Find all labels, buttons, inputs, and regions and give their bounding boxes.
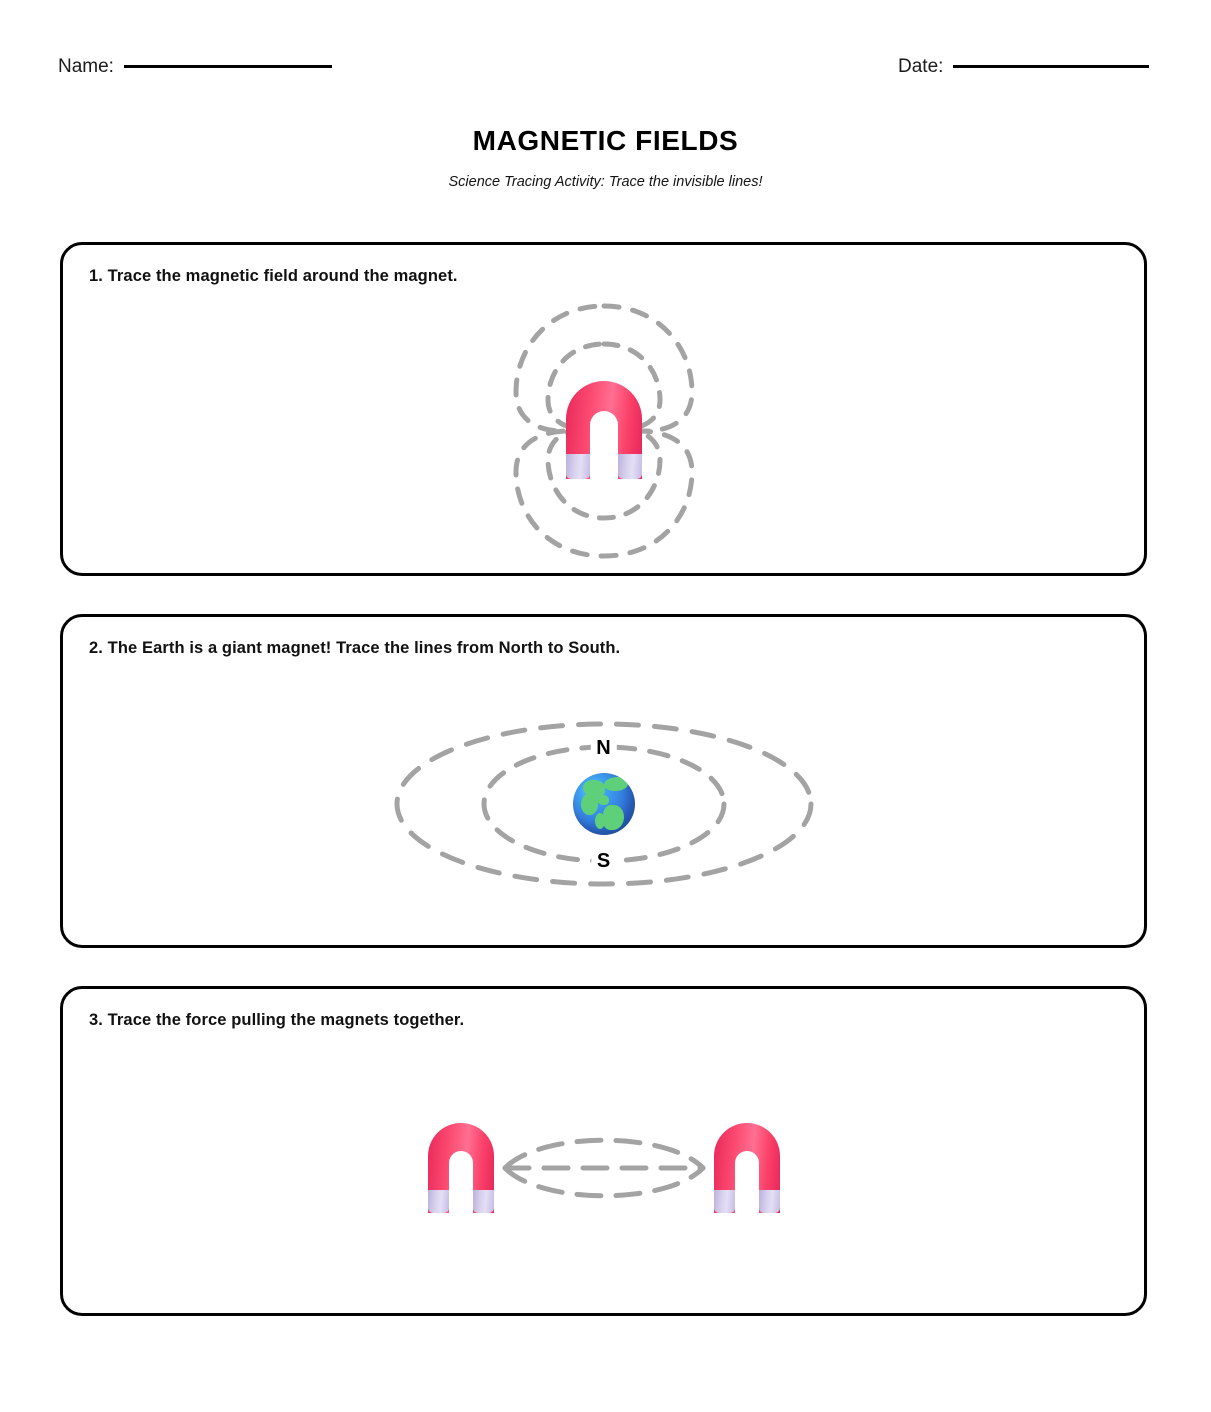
task-2-illustration: N S <box>63 689 1144 919</box>
name-field: Name: <box>58 56 332 78</box>
title-block: MAGNETIC FIELDS Science Tracing Activity… <box>0 124 1211 190</box>
page-subtitle: Science Tracing Activity: Trace the invi… <box>448 173 763 190</box>
horseshoe-magnet-left <box>427 1123 494 1213</box>
magnet-foot-left <box>713 1190 735 1213</box>
task-3-illustration <box>63 1093 1144 1243</box>
task-1-illustration <box>63 289 1144 571</box>
header-row: Name: Date: <box>0 56 1211 88</box>
magnet-foot-right <box>472 1190 494 1213</box>
magnet-foot-left <box>565 454 590 479</box>
page-title: MAGNETIC FIELDS <box>472 125 739 156</box>
horseshoe-magnet-right <box>713 1123 780 1213</box>
task-box-3: 3. Trace the force pulling the magnets t… <box>60 986 1147 1316</box>
earth-globe-icon <box>572 773 635 835</box>
task-box-2: 2. The Earth is a giant magnet! Trace th… <box>60 614 1147 948</box>
magnet-inner-gap <box>448 1151 473 1213</box>
task-2-prompt: 2. The Earth is a giant magnet! Trace th… <box>89 639 621 657</box>
date-label: Date: <box>898 56 944 77</box>
magnet-foot-left <box>427 1190 449 1213</box>
magnet-foot-right <box>758 1190 780 1213</box>
magnet-foot-right <box>617 454 642 479</box>
attraction-force-lines <box>502 1137 705 1199</box>
north-pole-label: N <box>590 738 617 758</box>
task-3-prompt: 3. Trace the force pulling the magnets t… <box>89 1011 465 1029</box>
south-pole-label: S <box>590 851 617 871</box>
magnet-inner-gap <box>589 411 618 479</box>
name-write-line[interactable] <box>123 65 332 68</box>
task-1-prompt: 1. Trace the magnetic field around the m… <box>89 267 458 285</box>
horseshoe-magnet <box>565 381 642 479</box>
task-box-1: 1. Trace the magnetic field around the m… <box>60 242 1147 576</box>
date-write-line[interactable] <box>953 65 1150 68</box>
magnet-inner-gap <box>734 1151 759 1213</box>
date-field: Date: <box>898 56 1150 78</box>
name-label: Name: <box>58 56 114 77</box>
